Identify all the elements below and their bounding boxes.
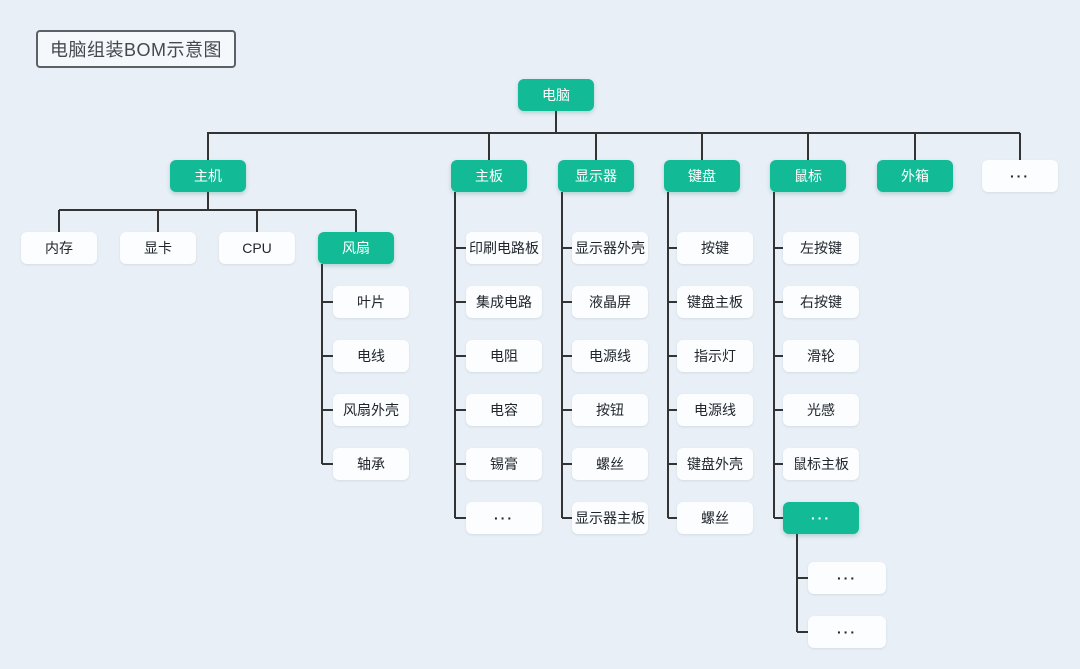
motherboard-column-line — [454, 192, 466, 519]
node-ellipsis-sub-1: ··· — [808, 562, 886, 594]
node-capacitor: 电容 — [466, 394, 542, 426]
node-ellipsis-motherboard: ··· — [466, 502, 542, 534]
node-monitor-shell: 显示器外壳 — [572, 232, 648, 264]
node-left-button: 左按键 — [783, 232, 859, 264]
node-fan: 风扇 — [318, 232, 394, 264]
node-ellipsis-level2: ··· — [982, 160, 1058, 192]
node-graphics-card: 显卡 — [120, 232, 196, 264]
diagram-title: 电脑组装BOM示意图 — [36, 30, 237, 68]
node-fan-wire: 电线 — [333, 340, 409, 372]
mouse-ellipsis-column-line — [796, 534, 808, 633]
keyboard-column-line — [667, 192, 677, 519]
node-keyboard: 键盘 — [664, 160, 740, 192]
node-cpu: CPU — [219, 232, 295, 264]
node-monitor-power-cord: 电源线 — [572, 340, 648, 372]
host-bus-line — [58, 192, 357, 232]
node-mouse: 鼠标 — [770, 160, 846, 192]
mouse-column-line — [773, 192, 783, 519]
node-keyboard-screw: 螺丝 — [677, 502, 753, 534]
node-indicator-light: 指示灯 — [677, 340, 753, 372]
node-right-button: 右按键 — [783, 286, 859, 318]
node-fan-bearing: 轴承 — [333, 448, 409, 480]
node-monitor-screw: 螺丝 — [572, 448, 648, 480]
root-bus-line — [207, 111, 1021, 160]
node-resistor: 电阻 — [466, 340, 542, 372]
node-pcb: 印刷电路板 — [466, 232, 542, 264]
node-ellipsis-sub-2: ··· — [808, 616, 886, 648]
node-keyboard-power-cord: 电源线 — [677, 394, 753, 426]
node-motherboard: 主板 — [451, 160, 527, 192]
node-keyboard-mainboard: 键盘主板 — [677, 286, 753, 318]
node-memory: 内存 — [21, 232, 97, 264]
fan-column-line — [321, 264, 333, 465]
node-lcd-screen: 液晶屏 — [572, 286, 648, 318]
node-monitor-button: 按钮 — [572, 394, 648, 426]
node-optical-sensor: 光感 — [783, 394, 859, 426]
node-keycap: 按键 — [677, 232, 753, 264]
node-fan-blade: 叶片 — [333, 286, 409, 318]
node-scroll-wheel: 滑轮 — [783, 340, 859, 372]
node-ellipsis-mouse: ··· — [783, 502, 859, 534]
node-fan-shell: 风扇外壳 — [333, 394, 409, 426]
node-integrated-circuit: 集成电路 — [466, 286, 542, 318]
node-monitor-mainboard: 显示器主板 — [572, 502, 648, 534]
node-outer-case: 外箱 — [877, 160, 953, 192]
node-computer: 电脑 — [518, 79, 594, 111]
node-keyboard-shell: 键盘外壳 — [677, 448, 753, 480]
node-mouse-mainboard: 鼠标主板 — [783, 448, 859, 480]
node-monitor: 显示器 — [558, 160, 634, 192]
node-solder-paste: 锡膏 — [466, 448, 542, 480]
node-host: 主机 — [170, 160, 246, 192]
monitor-column-line — [561, 192, 572, 519]
